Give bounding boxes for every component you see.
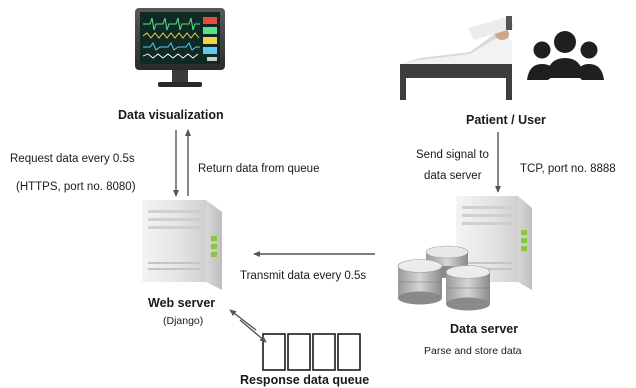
data-visualization-label: Data visualization xyxy=(118,108,224,122)
data-server-label: Data server xyxy=(450,322,519,336)
users-icon xyxy=(527,31,604,80)
arrow-to-queue xyxy=(239,319,267,343)
monitor-icon xyxy=(135,8,225,87)
transmit-label: Transmit data every 0.5s xyxy=(240,270,367,282)
queue-slot xyxy=(312,333,336,371)
web-server-label: Web server xyxy=(148,296,216,310)
queue-slot xyxy=(262,333,286,371)
request-label-line2: (HTTPS, port no. 8080) xyxy=(16,181,136,193)
response-queue-label: Response data queue xyxy=(240,373,370,387)
database-icon xyxy=(397,245,491,311)
tcp-label: TCP, port no. 8888 xyxy=(520,163,616,175)
response-queue-boxes xyxy=(262,333,361,371)
send-signal-label-line2: data server xyxy=(424,170,482,182)
send-signal-label-line1: Send signal to xyxy=(416,149,489,161)
return-label: Return data from queue xyxy=(198,163,320,175)
data-server-sub-label: Parse and store data xyxy=(424,345,522,357)
request-label-line1: Request data every 0.5s xyxy=(10,153,135,165)
web-server-sub-label: (Django) xyxy=(163,315,204,327)
patient-user-label: Patient / User xyxy=(466,113,546,127)
data-server-icon xyxy=(456,196,532,290)
arrow-from-queue xyxy=(229,309,257,331)
queue-slot xyxy=(287,333,311,371)
patient-bed-icon xyxy=(400,16,514,100)
web-server-icon xyxy=(142,200,222,290)
queue-slot xyxy=(337,333,361,371)
